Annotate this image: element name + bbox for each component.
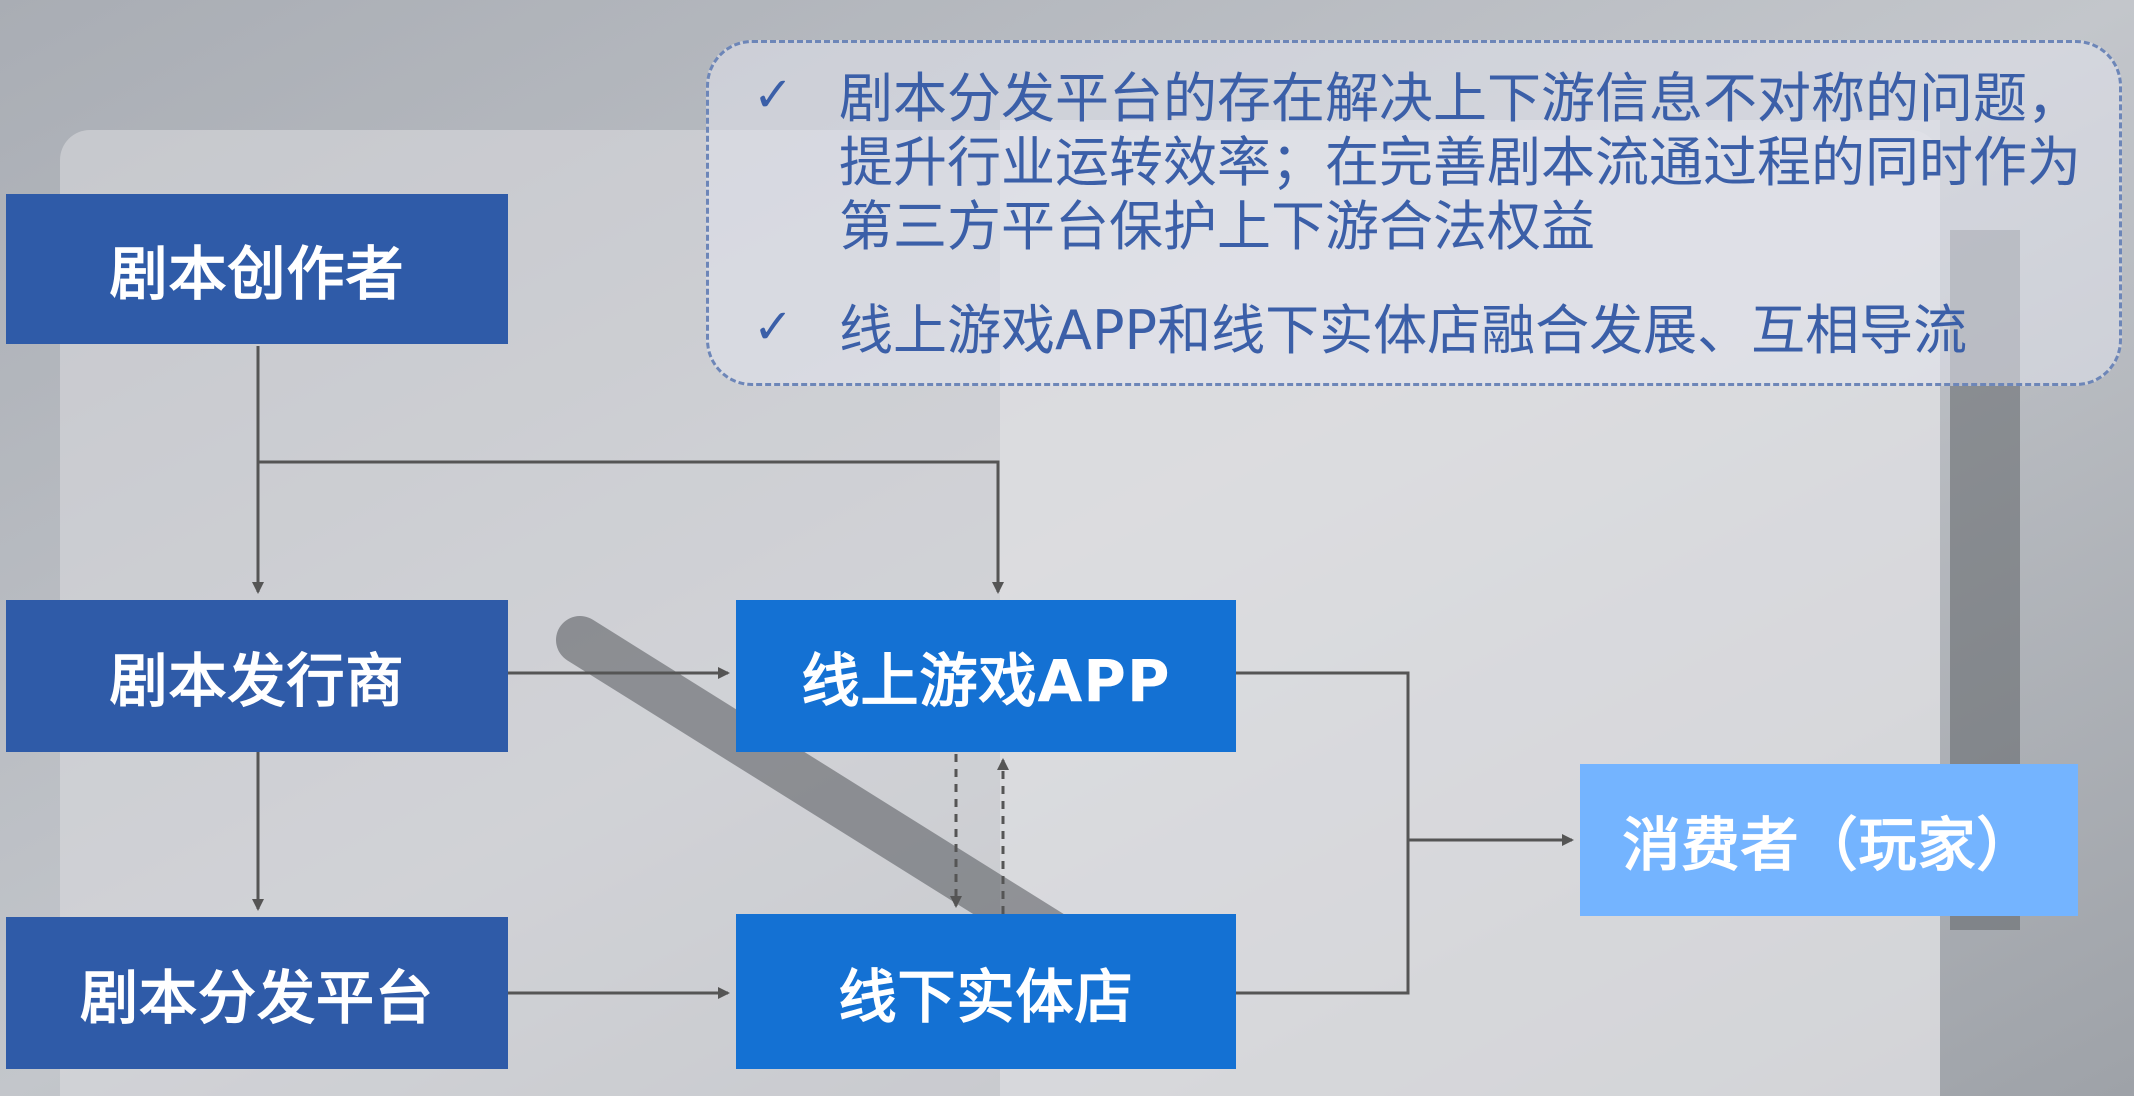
connector-app-merge [1236, 673, 1408, 993]
node-distribution-platform: 剧本分发平台 [6, 917, 508, 1069]
node-script-creator: 剧本创作者 [6, 194, 508, 344]
node-online-game-app: 线上游戏APP [736, 600, 1236, 752]
node-script-publisher: 剧本发行商 [6, 600, 508, 752]
arrow-creator-app [258, 462, 998, 592]
node-offline-store: 线下实体店 [736, 914, 1236, 1069]
node-consumer: 消费者（玩家） [1580, 764, 2078, 916]
